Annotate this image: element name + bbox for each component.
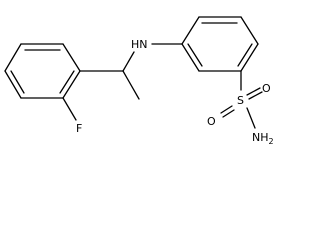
bond-ring2-double-3 (187, 43, 203, 67)
bond-ring1-f (4, 43, 22, 72)
bond-s-n (246, 107, 256, 129)
bond-ring2-f (181, 43, 200, 72)
bond-ring1-e (4, 70, 22, 99)
bond-ring1-double-3 (10, 70, 25, 94)
bond-ch-methyl (122, 70, 140, 100)
atom-label-oxygen-top: O (262, 82, 271, 95)
bond-s-o-top-2 (248, 91, 263, 100)
bond-ch-nh (122, 51, 135, 72)
bond-ring1-c (62, 70, 81, 99)
atom-label-fluorine: F (76, 122, 82, 135)
bond-ring1-b (62, 43, 81, 72)
bond-s-o-bottom-1 (220, 105, 233, 114)
fluorophenyl-ring (4, 43, 81, 99)
sulfonamide-h-subscript: 2 (269, 137, 274, 146)
bond-s-o-bottom-2 (222, 109, 235, 118)
bond-c-f (62, 97, 77, 121)
atom-label-sulfonamide-nh2: NH2 (252, 131, 274, 146)
bond-s-o-top-1 (246, 87, 261, 96)
atom-label-sulfur: S (237, 94, 244, 107)
atom-label-amine: HN (131, 38, 148, 51)
molecule-structure: F HN S O O NH2 (4, 16, 274, 146)
sulfonamide-nh-text: NH (252, 131, 269, 144)
benzene-ring (181, 16, 259, 72)
bond-ring1-double-2 (59, 70, 75, 94)
bond-ring2-a (181, 16, 200, 45)
bond-ring2-c (240, 16, 259, 45)
atom-label-oxygen-bottom: O (207, 115, 216, 128)
bond-ring2-double-2 (237, 43, 253, 67)
bond-ring2-d (240, 43, 259, 72)
